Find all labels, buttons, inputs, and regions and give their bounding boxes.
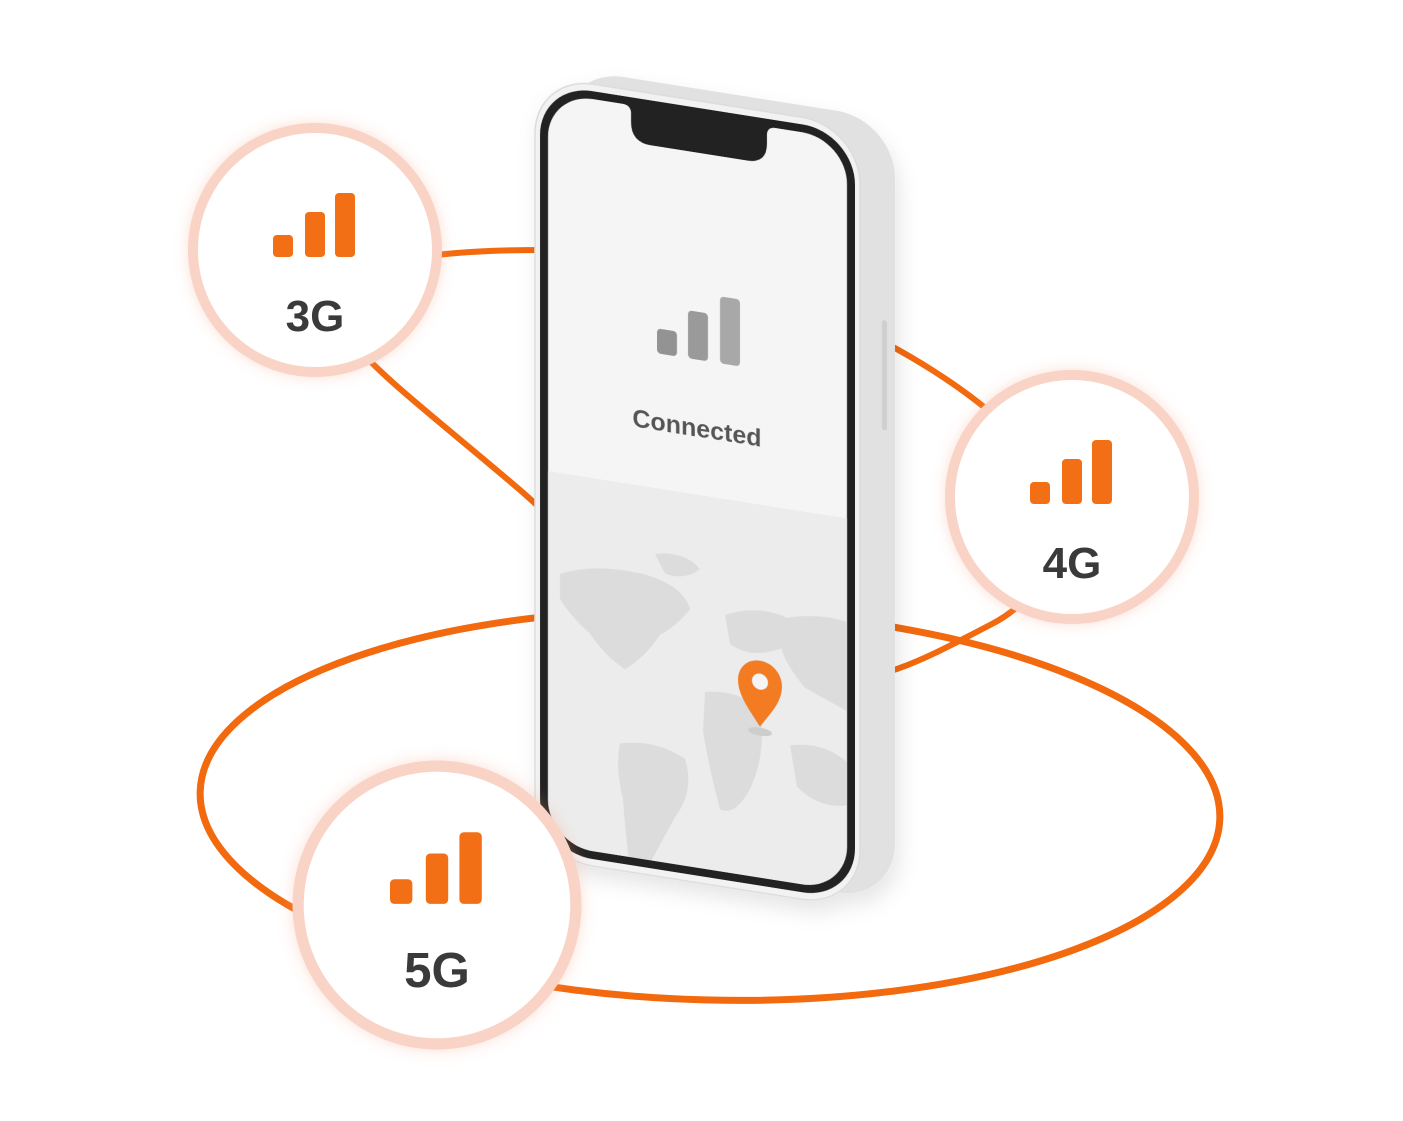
location-pin-icon [738, 660, 782, 737]
phone-side-button [882, 320, 887, 431]
phone-notch [623, 103, 775, 162]
signal-bars-icon [273, 193, 355, 257]
network-badge-3g: 3G [188, 123, 442, 377]
pin-hole [752, 673, 768, 690]
signal-bar [335, 193, 355, 257]
map-continent [655, 553, 700, 577]
map-continent [790, 744, 847, 806]
signal-bars-icon [1030, 440, 1112, 504]
map-continent [618, 742, 689, 873]
signal-bar [1092, 440, 1112, 504]
badge-label: 5G [404, 943, 470, 998]
signal-bar [720, 296, 740, 366]
network-badge-5g: 5G [292, 760, 582, 1050]
signal-bar [305, 212, 325, 257]
signal-bar [273, 235, 293, 257]
signal-bar [459, 832, 482, 904]
signal-bar [389, 879, 413, 904]
world-map [560, 553, 847, 873]
map-continent [780, 616, 847, 716]
signal-bar [425, 853, 449, 904]
badge-circle [292, 760, 582, 1050]
signal-bar [688, 310, 708, 361]
signal-bars-icon [389, 832, 482, 904]
network-badge-4g: 4G [945, 370, 1199, 624]
pin-shadow [748, 727, 772, 737]
badge-content: 5G [389, 832, 482, 998]
phone-screen [548, 92, 847, 892]
signal-bar [1030, 482, 1050, 504]
map-continent [703, 691, 763, 811]
signal-bar [657, 328, 677, 356]
map-continent [725, 610, 792, 653]
phone: Connected [534, 76, 895, 901]
map-continent [560, 568, 690, 670]
pin-body [738, 660, 782, 727]
signal-bars-icon [657, 296, 740, 366]
map-panel [548, 471, 847, 892]
signal-bar [1062, 459, 1082, 504]
badge-label: 4G [1043, 539, 1102, 588]
badge-label: 3G [286, 292, 345, 341]
